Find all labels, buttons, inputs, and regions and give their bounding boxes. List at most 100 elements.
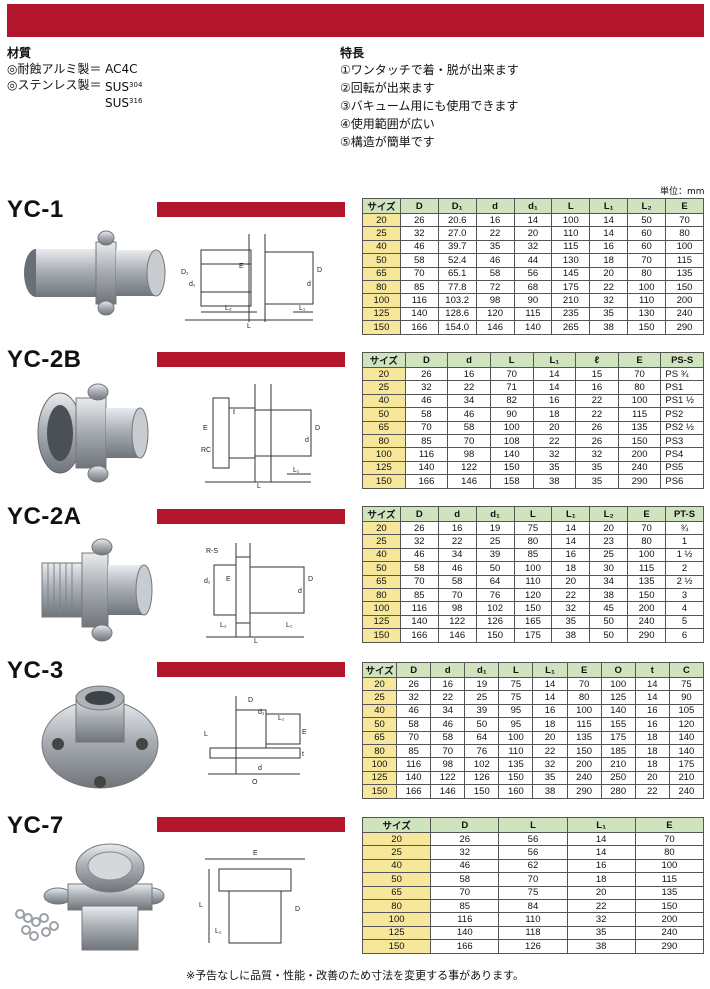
table-cell: 26 — [399, 212, 439, 228]
table-cell: 200 — [665, 293, 704, 308]
table-cell: 290 — [617, 474, 662, 489]
column-header: D — [404, 352, 449, 368]
column-header: D — [430, 817, 500, 833]
table-cell: 39 — [464, 703, 500, 719]
table-cell: 16 — [566, 858, 636, 874]
label-D: D — [295, 906, 300, 913]
table-cell: 70 — [617, 366, 662, 382]
size-cell: 20 — [362, 520, 401, 536]
table-cell: PS2 — [660, 407, 704, 422]
table-cell: 18 — [532, 717, 568, 732]
column-header: C — [668, 662, 705, 678]
table-cell: 146 — [475, 320, 515, 335]
size-cell: 50 — [361, 717, 398, 732]
table-cell: 14 — [551, 534, 591, 549]
table-cell: 80 — [634, 845, 705, 860]
table-cell: 16 — [532, 703, 568, 719]
table-cell: 115 — [634, 872, 705, 887]
table-cell: 50 — [589, 628, 629, 643]
table-cell: 110 — [627, 293, 666, 308]
table-cell: 100 — [489, 420, 534, 435]
table-cell: PS5 — [660, 460, 704, 476]
material-sus316: SUS316 — [105, 96, 143, 110]
label-L: L — [257, 483, 261, 488]
table-cell: 100 — [600, 676, 636, 692]
table-cell: 70 — [430, 743, 466, 759]
label-d1: d₁ — [204, 578, 211, 585]
column-header: サイズ — [361, 817, 432, 833]
column-header: O — [600, 662, 636, 678]
size-cell: 100 — [362, 447, 406, 462]
table-cell: 58 — [437, 574, 477, 589]
table-cell: 22 — [566, 898, 636, 914]
table-cell: 290 — [627, 628, 666, 643]
table-cell: 18 — [589, 253, 629, 268]
label-d: d — [298, 588, 302, 595]
table-cell: 150 — [665, 279, 704, 295]
table-cell: 23 — [589, 534, 629, 549]
table-cell: 175 — [600, 730, 636, 745]
table-cell: 240 — [668, 784, 705, 799]
column-header: L₂ — [589, 506, 629, 522]
table-cell: 38 — [532, 784, 568, 799]
table-cell: 20 — [532, 730, 568, 745]
table-cell: 155 — [600, 717, 636, 732]
table-cell: 130 — [551, 253, 591, 268]
table-cell: 95 — [498, 717, 534, 732]
table-cell: 71 — [489, 380, 534, 395]
table-cell: 175 — [551, 279, 591, 295]
table-cell: 22 — [437, 534, 477, 549]
table-cell: 44 — [513, 253, 553, 268]
feature-item: ⑤構造が簡単です — [340, 135, 435, 149]
table-cell: 22 — [575, 407, 619, 422]
column-header: t — [634, 662, 670, 678]
label-e: E — [302, 729, 307, 736]
table-cell: 14 — [532, 380, 577, 395]
table-cell: 16 — [575, 380, 619, 395]
table-cell: 46 — [396, 703, 432, 719]
size-cell: 40 — [361, 703, 398, 719]
table-cell: 150 — [498, 770, 534, 786]
table-cell: 35 — [575, 460, 619, 476]
photo-yc3 — [41, 685, 159, 789]
table-cell: 135 — [566, 730, 602, 745]
column-header: PS-S — [660, 352, 704, 368]
size-cell: 100 — [362, 601, 401, 616]
table-cell: 98 — [437, 601, 477, 616]
label-L2: L₂ — [225, 305, 232, 312]
table-cell: 46 — [399, 547, 439, 563]
table-cell: 32 — [589, 293, 629, 308]
table-cell: 140 — [668, 730, 705, 745]
table-cell: 25 — [589, 547, 629, 563]
label-d1-upper: D₁ — [181, 269, 189, 276]
table-cell: 85 — [399, 279, 439, 295]
table-cell: 46 — [399, 239, 439, 255]
label-L: L — [254, 638, 258, 645]
table-cell: 150 — [513, 601, 553, 616]
table-cell: 160 — [498, 784, 534, 799]
table-cell: 290 — [634, 939, 705, 954]
table-cell: 70 — [627, 520, 666, 536]
table-cell: 80 — [665, 226, 704, 241]
table-cell: 154.0 — [437, 320, 477, 335]
size-cell: 125 — [362, 460, 406, 476]
size-cell: 125 — [362, 614, 401, 630]
table-cell: PS ¾ — [660, 366, 704, 382]
size-cell: 40 — [362, 393, 406, 409]
table-cell: 150 — [464, 784, 500, 799]
size-cell: 50 — [361, 872, 432, 887]
table-cell: 290 — [665, 320, 704, 335]
size-cell: 20 — [362, 366, 406, 382]
table-cell: 6 — [665, 628, 704, 643]
table-cell: 58 — [399, 253, 439, 268]
table-cell: 26 — [430, 831, 500, 847]
